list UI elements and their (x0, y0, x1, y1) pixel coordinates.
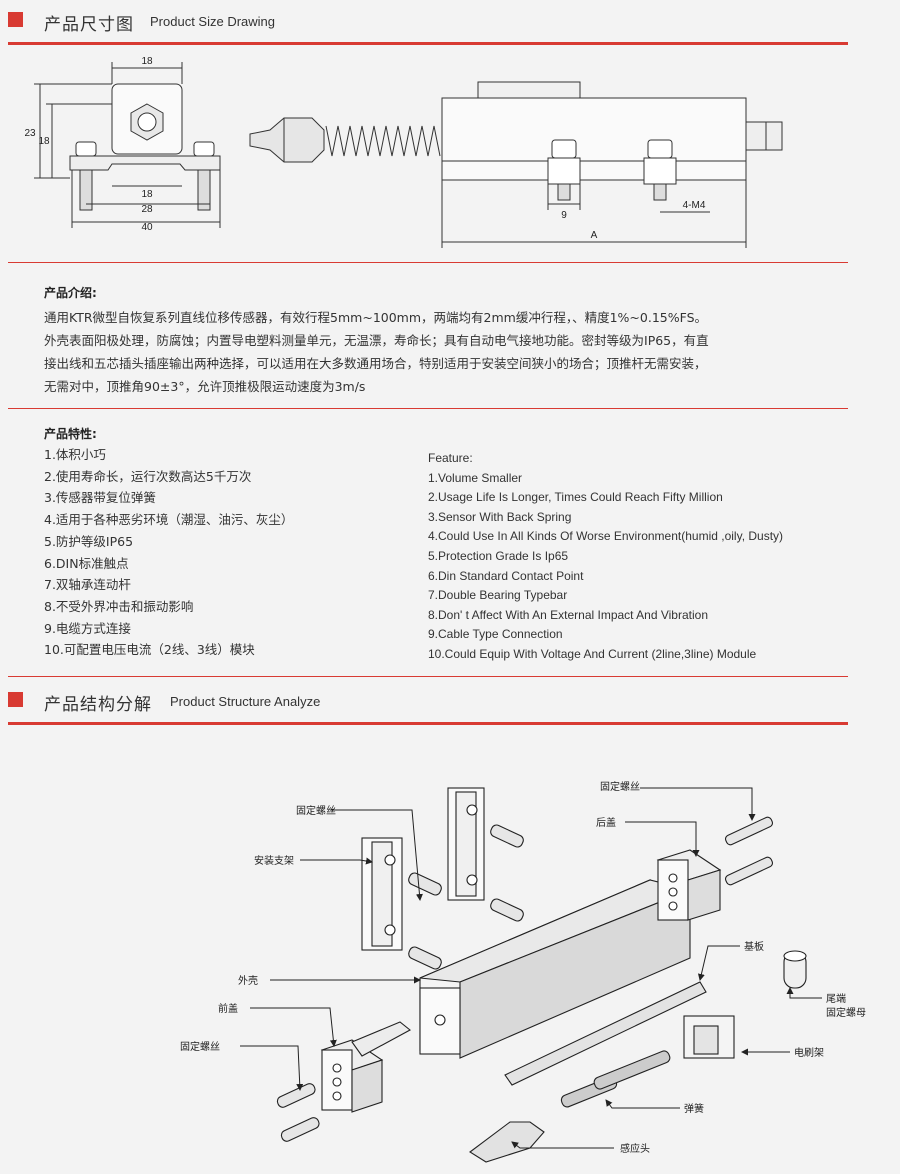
intro-line: 外壳表面阳极处理，防腐蚀；内置导电塑料测量单元，无温漂，寿命长；具有自动电气接地… (44, 333, 709, 348)
dim-9: 9 (561, 210, 567, 221)
feature-en-item: 4.Could Use In All Kinds Of Worse Enviro… (428, 529, 784, 544)
dim-40: 40 (141, 222, 153, 233)
label-base-plate: 基板 (744, 940, 764, 953)
section-title-cn: 产品尺寸图 (44, 15, 134, 35)
label-probe: 感应头 (620, 1142, 650, 1155)
feature-en-item: 9.Cable Type Connection (428, 627, 563, 642)
feature-en-item: 1.Volume Smaller (428, 470, 523, 485)
label-brush-holder: 电刷架 (794, 1046, 824, 1059)
feature-cn-item: 3.传感器带复位弹簧 (44, 490, 156, 506)
label-fixing-screw-top: 固定螺丝 (296, 804, 336, 817)
dim-23: 23 (24, 128, 36, 139)
section-rule (8, 722, 848, 725)
divider (8, 262, 848, 263)
size-drawing: 18 23 18 18 28 40 9 4-M4 A (24, 56, 783, 248)
feature-en-item: 10.Could Equip With Voltage And Current … (428, 646, 757, 661)
feature-cn-item: 2.使用寿命长，运行次数高达5千万次 (44, 468, 252, 484)
feature-en-title: Feature: (428, 451, 473, 465)
feature-en-item: 7.Double Bearing Typebar (428, 588, 568, 603)
section-marker (8, 12, 23, 27)
feature-cn-item: 4.适用于各种恶劣环境（潮湿、油污、灰尘） (44, 512, 294, 528)
intro-line: 接出线和五芯插头插座输出两种选择，可以适用在大多数通用场合，特别适用于安装空间狭… (44, 356, 707, 371)
features-en-list: Feature: 1.Volume Smaller 2.Usage Life I… (428, 449, 783, 665)
intro-line: 无需对中，顶推角90±3°，允许顶推极限运动速度为3m/s (44, 379, 366, 394)
feature-en-item: 6.Din Standard Contact Point (428, 568, 584, 583)
label-mounting-bracket: 安装支架 (254, 854, 294, 867)
section-rule (8, 42, 848, 45)
dim-18-left: 18 (38, 136, 50, 147)
exploded-view: 固定螺丝 固定螺丝 后盖 安装支架 基板 外壳 尾端 固定螺母 前盖 固定螺丝 … (180, 780, 866, 1163)
section-title-en: Product Size Drawing (150, 14, 275, 29)
label-fixing-nut: 固定螺母 (826, 1006, 866, 1019)
label-fixing-screw-right: 固定螺丝 (600, 780, 640, 793)
label-rear-cover: 后盖 (596, 816, 616, 829)
label-front-cover: 前盖 (218, 1002, 238, 1015)
section-header-structure: 产品结构分解 Product Structure Analyze (0, 686, 900, 726)
feature-en-item: 5.Protection Grade Is Ip65 (428, 548, 569, 563)
divider (8, 408, 848, 409)
intro-line: 通用KTR微型自恢复系列直线位移传感器，有效行程5mm~100mm，两端均有2m… (44, 310, 708, 325)
feature-cn-item: 6.DIN标准触点 (44, 555, 129, 571)
section-marker (8, 692, 23, 707)
label-tail-end: 尾端 (826, 992, 846, 1005)
label-housing: 外壳 (238, 974, 258, 987)
dim-4-m4: 4-M4 (683, 200, 706, 211)
dim-18-mid: 18 (141, 189, 153, 200)
intro-title: 产品介绍: (44, 286, 97, 300)
dim-18-top: 18 (141, 56, 153, 67)
feature-en-item: 2.Usage Life Is Longer, Times Could Reac… (428, 490, 723, 505)
label-fixing-screw-left: 固定螺丝 (180, 1040, 220, 1053)
dim-a: A (591, 230, 598, 241)
intro-text: 通用KTR微型自恢复系列直线位移传感器，有效行程5mm~100mm，两端均有2m… (44, 306, 844, 398)
feature-cn-item: 10.可配置电压电流（2线、3线）模块 (44, 642, 255, 658)
feature-en-item: 3.Sensor With Back Spring (428, 509, 572, 524)
feature-cn-item: 5.防护等级IP65 (44, 533, 134, 549)
section-header-size-drawing: 产品尺寸图 Product Size Drawing (0, 6, 900, 46)
divider (8, 676, 848, 677)
features-title: 产品特性: (44, 427, 97, 441)
section-title-en: Product Structure Analyze (170, 694, 321, 709)
feature-cn-item: 9.电缆方式连接 (44, 620, 131, 636)
label-spring: 弹簧 (684, 1102, 704, 1115)
feature-cn-item: 1.体积小巧 (44, 447, 106, 462)
dim-28: 28 (141, 204, 153, 215)
section-title-cn: 产品结构分解 (44, 695, 152, 715)
feature-cn-item: 7.双轴承连动杆 (44, 577, 131, 593)
feature-en-item: 8.Don' t Affect With An External Impact … (428, 607, 709, 622)
features-cn-list: 1.体积小巧 2.使用寿命长，运行次数高达5千万次 3.传感器带复位弹簧 4.适… (44, 444, 293, 661)
feature-cn-item: 8.不受外界冲击和振动影响 (44, 598, 194, 614)
